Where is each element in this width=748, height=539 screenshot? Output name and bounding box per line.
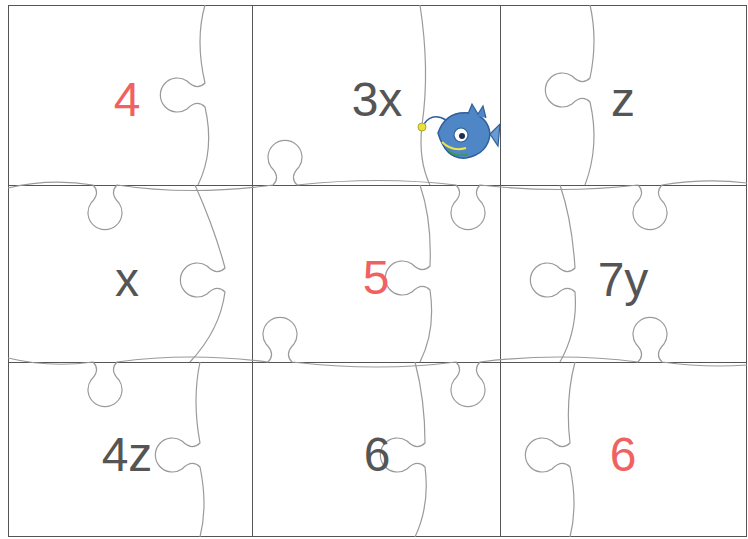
piece-edge (545, 5, 594, 185)
piece-value: x (115, 256, 139, 304)
piece-edge (8, 140, 747, 229)
grid-line (252, 5, 253, 537)
piece-edge (180, 185, 225, 362)
piece-value: 6 (610, 431, 637, 479)
puzzle-piece: 5 (252, 185, 500, 362)
piece-value: 4z (102, 431, 153, 479)
puzzle-piece: 4 (8, 5, 252, 185)
puzzle-piece: 3x (252, 5, 500, 185)
piece-value: 7y (598, 256, 649, 304)
puzzle-piece: x (8, 185, 252, 362)
puzzle-piece: 7y (500, 185, 748, 362)
piece-value: 5 (363, 254, 390, 302)
puzzle-piece: 6 (252, 362, 500, 537)
piece-edge (160, 5, 208, 185)
piece-value: z (611, 76, 635, 124)
puzzle-border (9, 6, 747, 537)
fish-illustration (418, 104, 500, 158)
piece-edge (420, 5, 430, 185)
puzzle-piece: z (500, 5, 748, 185)
piece-edge (525, 362, 575, 537)
piece-edge (8, 317, 747, 406)
piece-edge (385, 185, 431, 362)
puzzle-piece: 4z (8, 362, 252, 537)
piece-edge (530, 185, 575, 362)
piece-value: 4 (114, 76, 141, 124)
piece-value: 6 (364, 431, 391, 479)
piece-value: 3x (352, 76, 403, 124)
piece-edge (155, 362, 204, 537)
grid-line (500, 5, 501, 537)
puzzle-piece: 6 (500, 362, 748, 537)
